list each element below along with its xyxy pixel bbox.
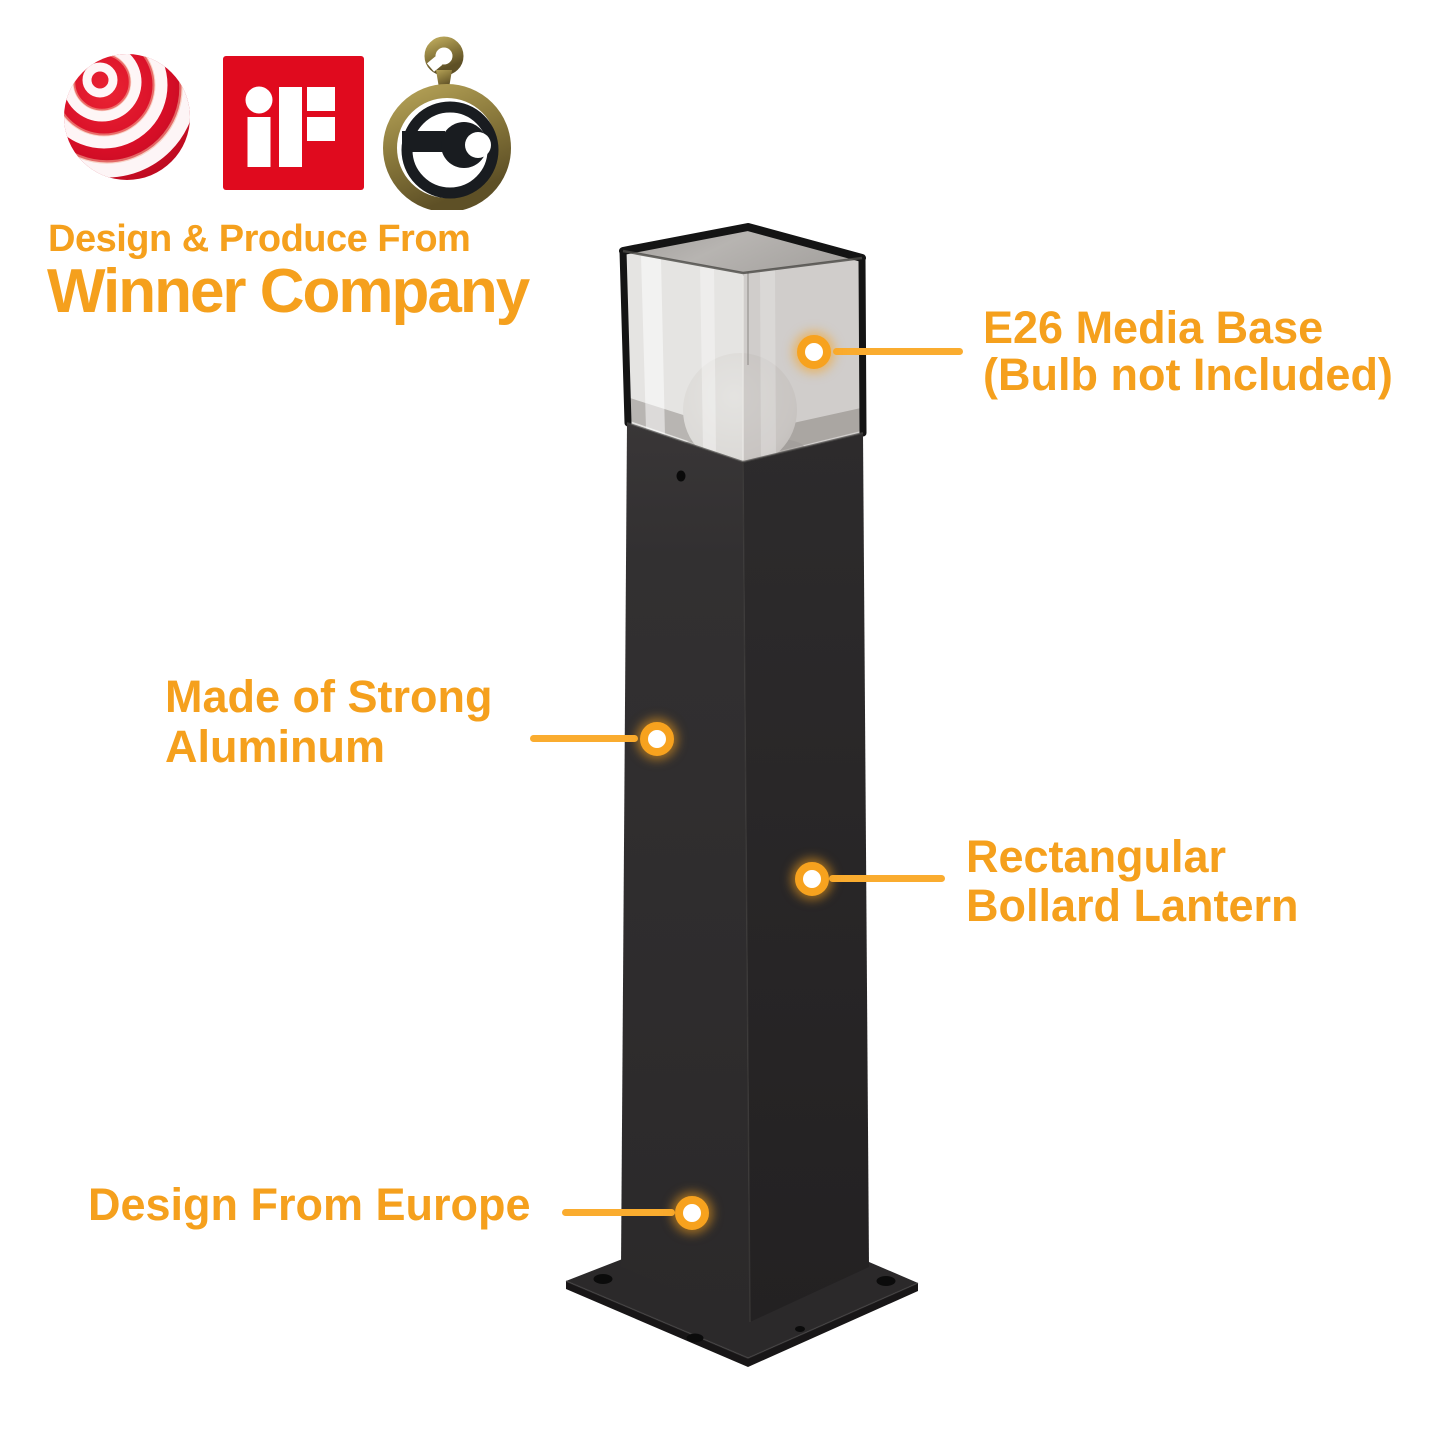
screw-hole — [686, 1333, 704, 1343]
callout-aluminum-connector — [530, 735, 638, 742]
callout-bollard-connector — [829, 875, 945, 882]
callout-media-base-marker — [797, 335, 831, 369]
pole-body — [621, 422, 869, 1323]
tagline-line2: Winner Company — [47, 257, 530, 326]
callout-line: E26 Media Base — [983, 302, 1324, 353]
callout-line: Made of Strong — [165, 671, 493, 722]
tagline-line1: Design & Produce From — [48, 218, 471, 260]
callout-europe-label: Design From Europe — [88, 1181, 531, 1228]
callout-line: (Bulb not Included) — [983, 349, 1393, 400]
design-award-medal-logo — [383, 36, 511, 210]
glass-frame — [619, 223, 867, 437]
screw-hole — [593, 1274, 613, 1284]
callout-europe-marker — [675, 1196, 709, 1230]
red-dot-award-logo — [64, 54, 190, 180]
screw-hole — [876, 1276, 896, 1286]
callout-line: Rectangular — [966, 831, 1227, 882]
medal-emblem — [402, 122, 491, 168]
callout-line: Bollard Lantern — [966, 880, 1299, 931]
pole-vent-hole — [676, 470, 686, 482]
callout-line: Design From Europe — [88, 1179, 531, 1230]
callout-line: Aluminum — [165, 721, 385, 772]
callout-bollard-marker — [795, 862, 829, 896]
callout-media-base-label: E26 Media Base (Bulb not Included) — [983, 304, 1393, 398]
callout-aluminum-marker — [640, 722, 674, 756]
if-design-award-logo — [223, 56, 364, 190]
medal-stem — [436, 70, 452, 88]
screw-hole — [795, 1326, 805, 1332]
if-letters — [245, 86, 335, 167]
callout-media-base-connector — [833, 348, 963, 355]
callout-europe-connector — [562, 1209, 675, 1216]
callout-bollard-label: Rectangular Bollard Lantern — [966, 832, 1299, 930]
callout-aluminum-label: Made of Strong Aluminum — [165, 672, 492, 772]
